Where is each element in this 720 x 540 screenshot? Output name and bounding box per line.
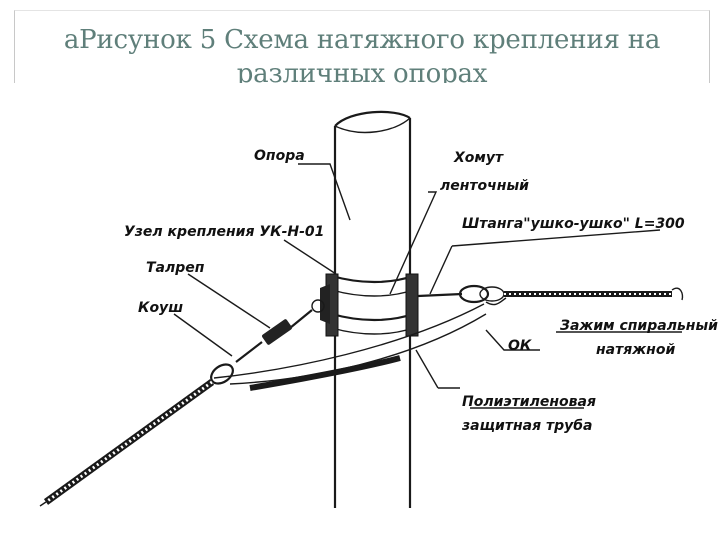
- label-turnbuckle: Талреп: [146, 260, 205, 276]
- label-tube-1: Полиэтиленовая: [462, 394, 596, 410]
- label-spiral-2: натяжной: [596, 342, 675, 358]
- label-tube-2: защитная труба: [461, 418, 592, 434]
- tension-mount-diagram: Опора Хомут ленточный Узел крепления УК-…: [39, 110, 718, 508]
- mount-unit: [311, 284, 330, 324]
- main-cable-left: [39, 379, 215, 507]
- label-ok: ОК: [508, 338, 532, 354]
- pole: [333, 110, 412, 508]
- protective-tube: [213, 303, 487, 391]
- spiral-tension-clamp: [485, 287, 684, 306]
- label-rod: Штанга"ушко-ушко" L=300: [462, 216, 685, 232]
- turnbuckle: [210, 309, 313, 385]
- band-clamp: [325, 273, 419, 337]
- label-pole: Опора: [254, 148, 305, 164]
- label-clamp-1: Хомут: [453, 150, 504, 166]
- label-mount-unit: Узел крепления УК-Н-01: [124, 224, 324, 240]
- rod-eye-eye: [417, 284, 505, 304]
- slide-title: аРисунок 5 Схема натяжного крепления на …: [63, 25, 661, 83]
- label-thimble: Коуш: [138, 300, 183, 316]
- title-box: аРисунок 5 Схема натяжного крепления на …: [14, 10, 710, 83]
- label-clamp-2: ленточный: [440, 178, 529, 194]
- leader-lines: [173, 163, 682, 409]
- label-spiral-1: Зажим спиральный: [560, 318, 718, 334]
